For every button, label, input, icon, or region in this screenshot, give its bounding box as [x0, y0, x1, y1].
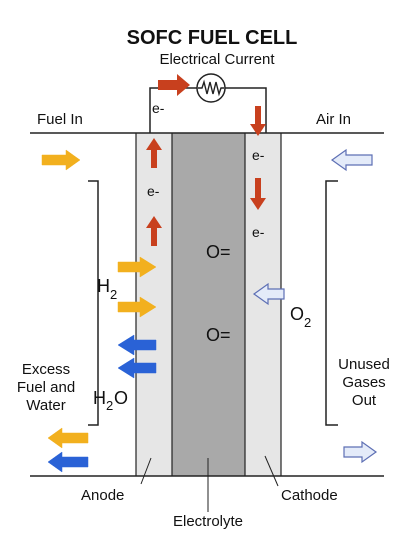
resistor-icon: [196, 73, 226, 103]
layer-outlines: [135, 133, 282, 476]
h2o-arrow-2: [117, 357, 157, 379]
h2-arrow-1: [117, 256, 157, 278]
cathode-layer: [245, 133, 281, 476]
h2o-arrow-1: [117, 334, 157, 356]
air-in-arrow: [330, 148, 373, 172]
electron-label-top: e-: [152, 100, 165, 116]
o2-label-main: O: [290, 304, 304, 324]
electron-arrow-anode-1: [146, 138, 162, 168]
air-in-label: Air In: [316, 111, 351, 128]
unused-gases-label-line1: Unused: [338, 356, 390, 373]
label-leaders: [140, 455, 279, 512]
electron-arrows: [146, 74, 266, 246]
excess-fuel-arrow: [47, 427, 89, 449]
electrolyte-layer: [172, 133, 245, 476]
unused-gases-label-line2: Gases: [342, 374, 385, 391]
h2o-label-h: H: [93, 388, 106, 408]
electron-label-cathode-1: e-: [252, 147, 265, 163]
fuel-in-label: Fuel In: [37, 111, 83, 128]
cell-housing: [30, 87, 384, 477]
electron-arrow-anode-2: [146, 216, 162, 246]
fuel-arrows: [41, 149, 157, 449]
excess-fuel-label: Excess Fuel and Water: [17, 361, 75, 414]
cathode-label: Cathode: [281, 487, 338, 504]
fuel-in-arrow: [41, 149, 81, 171]
anode-leader: [140, 457, 152, 485]
water-arrows: [47, 334, 157, 473]
h2-label-subscript: 2: [110, 287, 117, 302]
excess-fuel-label-line3: Water: [26, 397, 65, 414]
fuel-channel-wall: [88, 180, 99, 426]
diagram-title: SOFC FUEL CELL: [127, 27, 298, 49]
electrical-current-label: Electrical Current: [159, 51, 275, 68]
electron-label-anode: e-: [147, 183, 160, 199]
h2-arrow-2: [117, 296, 157, 318]
unused-gases-label-line3: Out: [352, 392, 377, 409]
h2o-label-o: O: [114, 388, 128, 408]
o2-label: O 2: [290, 304, 311, 330]
h2o-label: H 2 O: [93, 388, 128, 413]
h2-label: H 2: [97, 276, 117, 302]
excess-fuel-label-line1: Excess: [22, 361, 70, 378]
unused-gases-label: Unused Gases Out: [338, 356, 390, 409]
electron-arrow-cathode-1: [250, 106, 266, 136]
h2-label-main: H: [97, 276, 110, 296]
unused-gas-arrow: [343, 440, 378, 464]
resistor-zigzag: [198, 79, 224, 97]
air-arrows: [252, 148, 378, 464]
electron-arrow-top: [158, 74, 190, 96]
cathode-leader: [264, 455, 279, 487]
h2o-label-subscript: 2: [106, 398, 113, 413]
oxide-ion-label-2: O=: [206, 325, 231, 345]
water-out-arrow: [47, 451, 89, 473]
electron-arrow-cathode-2: [250, 178, 266, 210]
o2-arrow: [252, 282, 285, 306]
excess-fuel-label-line2: Fuel and: [17, 379, 75, 396]
anode-label: Anode: [81, 487, 124, 504]
air-channel-wall: [325, 180, 338, 426]
electrolyte-label: Electrolyte: [173, 513, 243, 530]
oxide-ion-label-1: O=: [206, 242, 231, 262]
o2-label-subscript: 2: [304, 315, 311, 330]
electron-label-cathode-2: e-: [252, 224, 265, 240]
